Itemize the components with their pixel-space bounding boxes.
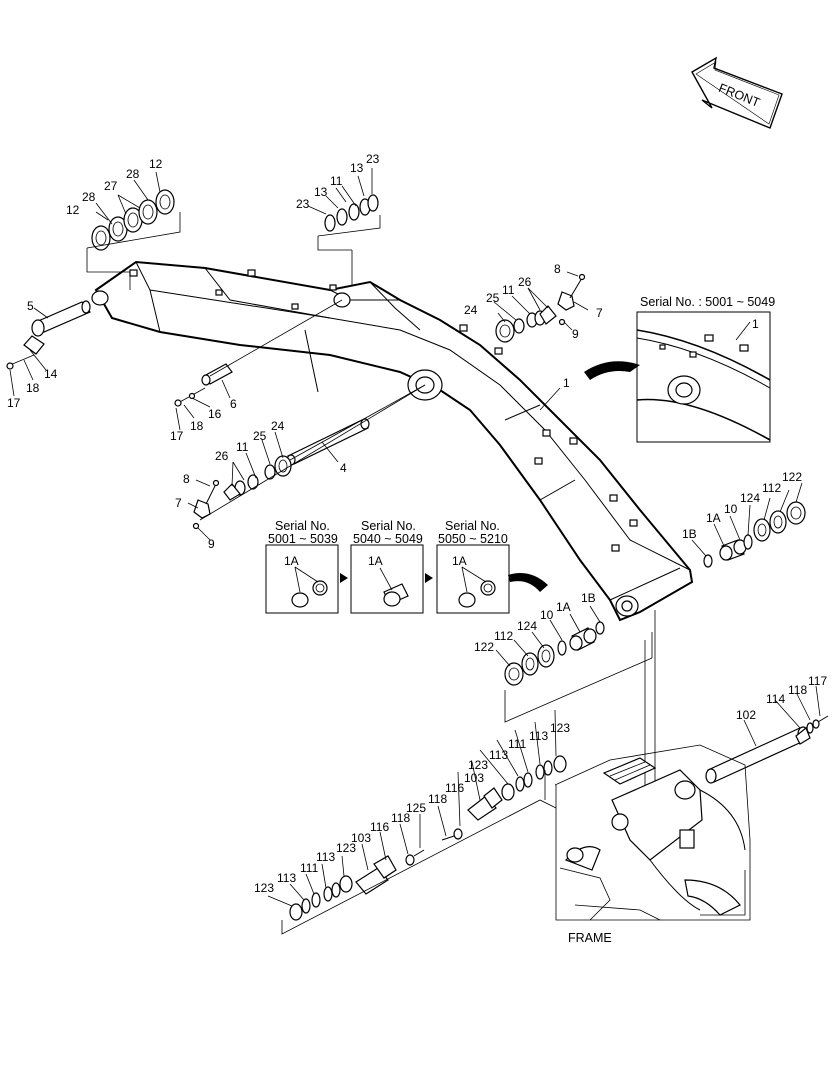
callout-28a: 28: [82, 190, 96, 204]
callout-17b: 17: [170, 429, 184, 443]
pin-6: [174, 363, 233, 407]
callout-118a: 118: [788, 683, 807, 697]
callout-24a: 24: [464, 303, 478, 317]
serial-box-3-title: Serial No.: [445, 519, 500, 533]
callout-123a: 123: [550, 721, 570, 735]
callout-23b: 23: [296, 197, 310, 211]
frame-connection: [644, 610, 656, 812]
callout-10a: 10: [724, 502, 738, 516]
callout-1b: 1: [563, 376, 570, 390]
callout-112a: 112: [762, 481, 781, 495]
callout-16: 16: [208, 407, 222, 421]
detail-inset: [584, 311, 771, 443]
callout-114: 114: [766, 692, 785, 706]
callout-26b: 26: [215, 449, 229, 463]
serial-box-3-part: 1A: [452, 554, 467, 568]
callout-116a: 116: [445, 781, 464, 795]
callout-123b: 123: [468, 758, 488, 772]
detail-serial-label: Serial No. : 5001 ~ 5049: [640, 295, 775, 309]
callout-10b: 10: [540, 608, 554, 622]
callout-12a: 12: [66, 203, 80, 217]
callout-28b: 28: [126, 167, 140, 181]
callout-17a: 17: [7, 396, 21, 410]
pin-102: [705, 685, 829, 784]
callout-103a: 103: [464, 771, 484, 785]
callout-124a: 124: [740, 491, 760, 505]
callout-122b: 122: [474, 640, 494, 654]
callout-11a: 11: [330, 174, 343, 188]
callout-18a: 18: [26, 381, 40, 395]
callout-9b: 9: [208, 537, 215, 551]
callout-117: 117: [808, 674, 827, 688]
callout-26a: 26: [518, 275, 532, 289]
callout-7a: 7: [596, 306, 603, 320]
callout-113b: 113: [489, 748, 508, 762]
callout-111a: 111: [508, 737, 527, 751]
washer-stack-24-26-top: [495, 273, 586, 343]
callout-112b: 112: [494, 629, 513, 643]
callout-25a: 25: [486, 291, 500, 305]
callout-6: 6: [230, 397, 237, 411]
washer-stack-13-23: [317, 194, 381, 285]
callout-labels: 12 28 27 28 12 13 23 13 11 23 8 7 9 26 1…: [7, 152, 827, 895]
callout-25b: 25: [253, 429, 267, 443]
callout-11b: 11: [502, 283, 515, 297]
callout-116b: 116: [370, 820, 389, 834]
callout-13b: 13: [314, 185, 328, 199]
callout-27: 27: [104, 179, 118, 193]
callout-8b: 8: [183, 472, 190, 486]
washer-stack-24-26-mid: [192, 455, 292, 530]
callout-14: 14: [44, 367, 58, 381]
boom-head-bushing-right: [691, 482, 806, 568]
callout-123d: 123: [254, 881, 274, 895]
callout-4: 4: [340, 461, 347, 475]
callout-118c: 118: [391, 811, 410, 825]
callout-9a: 9: [572, 327, 579, 341]
callout-1a: 1: [752, 317, 759, 331]
callout-8a: 8: [554, 262, 561, 276]
callout-113c: 113: [316, 850, 335, 864]
callout-113a: 113: [529, 729, 548, 743]
callout-122a: 122: [782, 470, 802, 484]
callout-12b: 12: [149, 157, 163, 171]
callout-103b: 103: [351, 831, 371, 845]
serial-box-2-range: 5040 ~ 5049: [353, 532, 423, 546]
callout-102: 102: [736, 708, 756, 722]
callout-113d: 113: [277, 871, 296, 885]
callout-13a: 13: [350, 161, 364, 175]
callout-1B-a: 1B: [682, 527, 697, 541]
callout-18b: 18: [190, 419, 204, 433]
serial-box-2-part: 1A: [368, 554, 383, 568]
pin-103-upper: [437, 709, 567, 841]
callout-111b: 111: [300, 861, 319, 875]
boom-head-bushing-left: [495, 605, 653, 723]
serial-box-1-title: Serial No.: [275, 519, 330, 533]
frame-label: FRAME: [568, 931, 612, 945]
pin-5: [6, 300, 91, 370]
callout-123c: 123: [336, 841, 356, 855]
callout-5: 5: [27, 299, 34, 313]
callout-23a: 23: [366, 152, 380, 166]
serial-box-group: [265, 544, 548, 614]
serial-box-3-range: 5050 ~ 5210: [438, 532, 508, 546]
pin-103-lower: [267, 770, 557, 935]
callout-125: 125: [406, 801, 426, 815]
front-label: FRONT: [717, 81, 762, 110]
callout-1B-b: 1B: [581, 591, 596, 605]
serial-box-1-range: 5001 ~ 5039: [268, 532, 338, 546]
callout-118b: 118: [428, 792, 447, 806]
callout-7b: 7: [175, 496, 182, 510]
callout-1A-b: 1A: [556, 600, 571, 614]
serial-box-1-part: 1A: [284, 554, 299, 568]
front-arrow-icon: [691, 56, 783, 129]
callout-124b: 124: [517, 619, 537, 633]
serial-box-2-title: Serial No.: [361, 519, 416, 533]
callout-24b: 24: [271, 419, 285, 433]
callout-11c: 11: [236, 440, 249, 454]
callout-1A-a: 1A: [706, 511, 721, 525]
frame-drawing: [554, 744, 751, 921]
